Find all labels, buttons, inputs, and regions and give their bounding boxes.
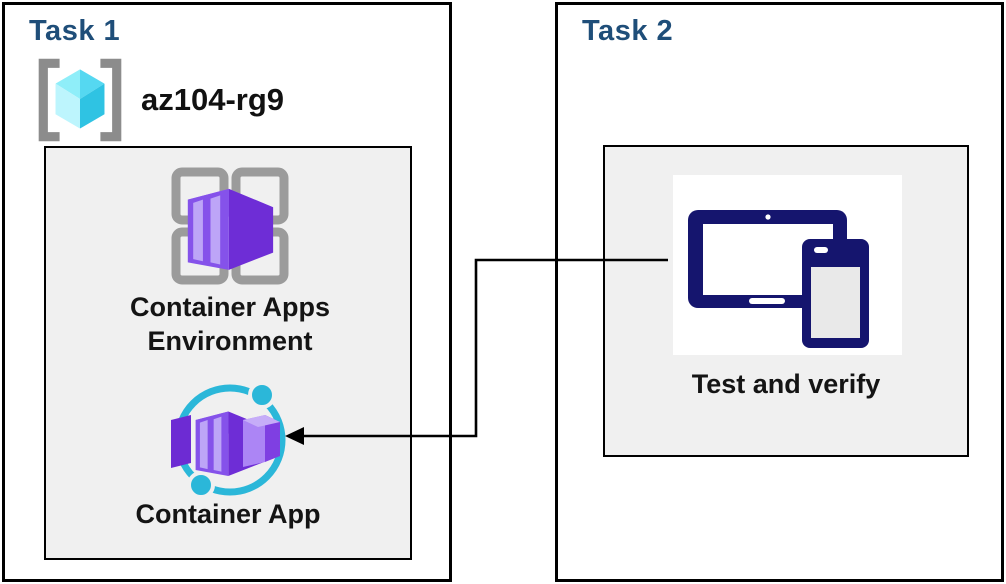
task2-box: Task 2 Test and verify xyxy=(555,2,1004,582)
test-and-verify-label: Test and verify xyxy=(691,369,881,399)
resource-group-icon xyxy=(38,58,122,142)
task2-inner-box: Test and verify xyxy=(603,145,969,457)
resource-group: az104-rg9 xyxy=(29,57,284,143)
test-icon-plate xyxy=(673,175,902,355)
tablet-phone-icon xyxy=(688,210,869,348)
task2-title: Task 2 xyxy=(582,15,674,47)
container-app-icon xyxy=(171,381,286,499)
environment-label: Container Apps Environment xyxy=(129,292,330,356)
resource-group-name: az104-rg9 xyxy=(141,82,285,117)
container-app-label: Container App xyxy=(135,499,321,529)
task1-box: Task 1 az104-rg9 xyxy=(2,2,452,582)
container-apps-environment-icon xyxy=(171,167,289,285)
task1-title: Task 1 xyxy=(29,15,121,47)
task1-inner-box: Container Apps Environment Container App xyxy=(44,146,412,560)
